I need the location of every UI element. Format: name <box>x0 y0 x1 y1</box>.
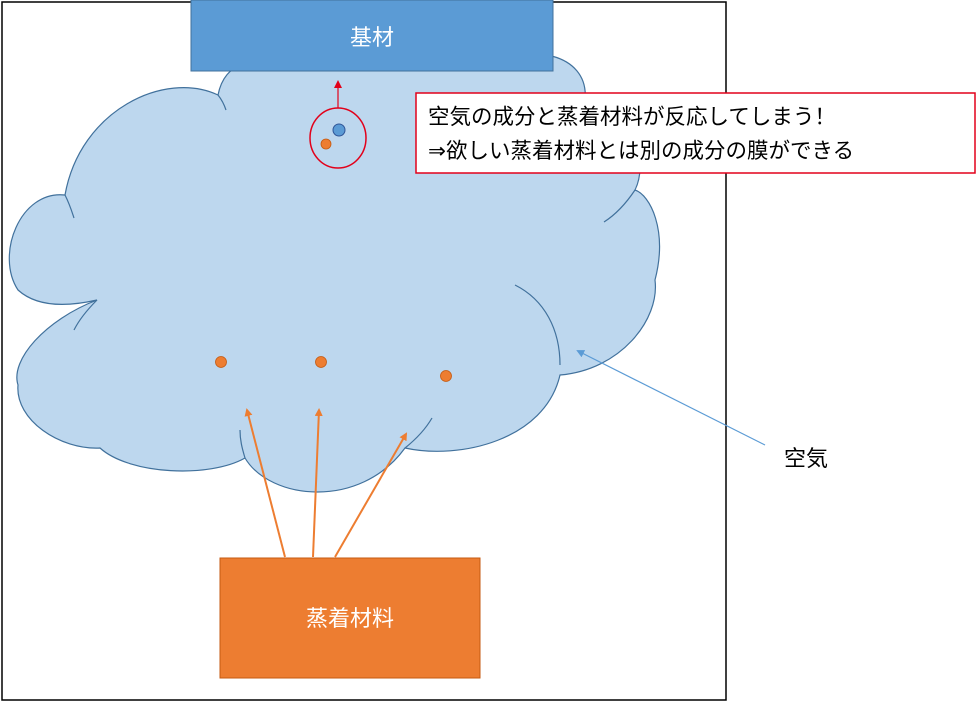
cloud-inner-arc <box>217 94 227 111</box>
cloud-inner-arc <box>239 429 246 459</box>
cloud-inner-arc <box>603 189 636 223</box>
air-pointer-line <box>576 350 766 446</box>
cloud-inner-arc <box>73 299 98 331</box>
evaporation-arrow <box>334 432 407 558</box>
note-line-2: ⇒欲しい蒸着材料とは別の成分の膜ができる <box>428 139 854 164</box>
material-particle <box>440 370 452 382</box>
substrate-label: 基材 <box>350 26 394 51</box>
substrate-box <box>190 0 554 72</box>
material-particle <box>215 356 227 368</box>
evaporation-arrow <box>312 408 323 558</box>
cloud-inner-arc <box>64 194 75 219</box>
reacted-particle-blue <box>332 123 346 137</box>
note-line-1: 空気の成分と蒸着材料が反応してしまう！ <box>428 105 836 130</box>
material-label: 蒸着材料 <box>306 607 394 632</box>
material-box <box>219 557 481 679</box>
note-box <box>415 92 976 174</box>
material-particle <box>315 356 327 368</box>
reacted-particle-orange <box>320 138 332 150</box>
cloud-inner-arc <box>514 284 561 366</box>
cloud-inner-arc <box>404 417 433 449</box>
air-label: 空気 <box>784 447 828 472</box>
evaporation-arrow <box>244 408 286 558</box>
